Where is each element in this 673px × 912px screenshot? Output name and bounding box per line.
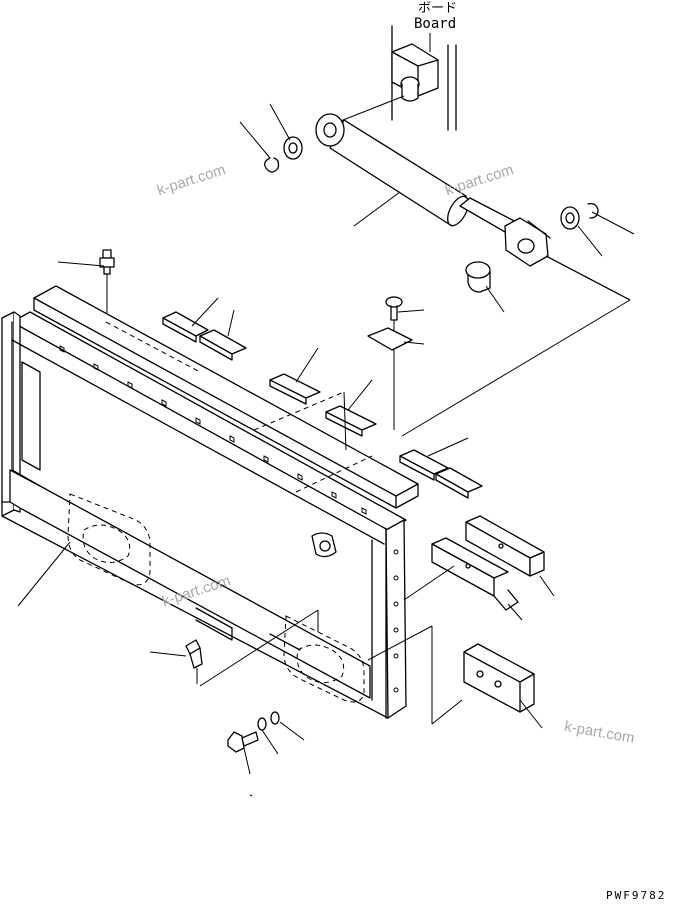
slider-block-2 [431, 537, 519, 611]
bolt-bottom [227, 731, 259, 753]
cylinder-pin [465, 261, 491, 293]
slider-block-1 [465, 515, 545, 577]
washer-right [560, 206, 580, 230]
bolt-top [385, 296, 403, 430]
snap-ring-left [264, 157, 280, 173]
washer-left [283, 136, 303, 160]
wear-strip-4 [399, 449, 483, 499]
board-panel [391, 25, 457, 131]
board-label-en: Board [414, 16, 457, 32]
flat-washer [270, 711, 280, 725]
grease-fitting-elbow [185, 639, 203, 684]
wear-strip-3 [325, 405, 377, 437]
leader-lines [17, 103, 635, 797]
wear-strip-1 [162, 311, 247, 361]
grease-nipple-top [99, 249, 115, 320]
shim-plate [367, 327, 413, 351]
wear-strip-2 [269, 373, 321, 405]
lift-cylinder [315, 95, 631, 301]
drawing-code: PWF9782 [606, 889, 667, 902]
fork-frame [1, 285, 419, 719]
board-label-jp: ボード [418, 1, 458, 16]
slider-block-3 [463, 643, 535, 713]
spring-washer [257, 717, 267, 731]
snap-ring-right [587, 202, 599, 219]
